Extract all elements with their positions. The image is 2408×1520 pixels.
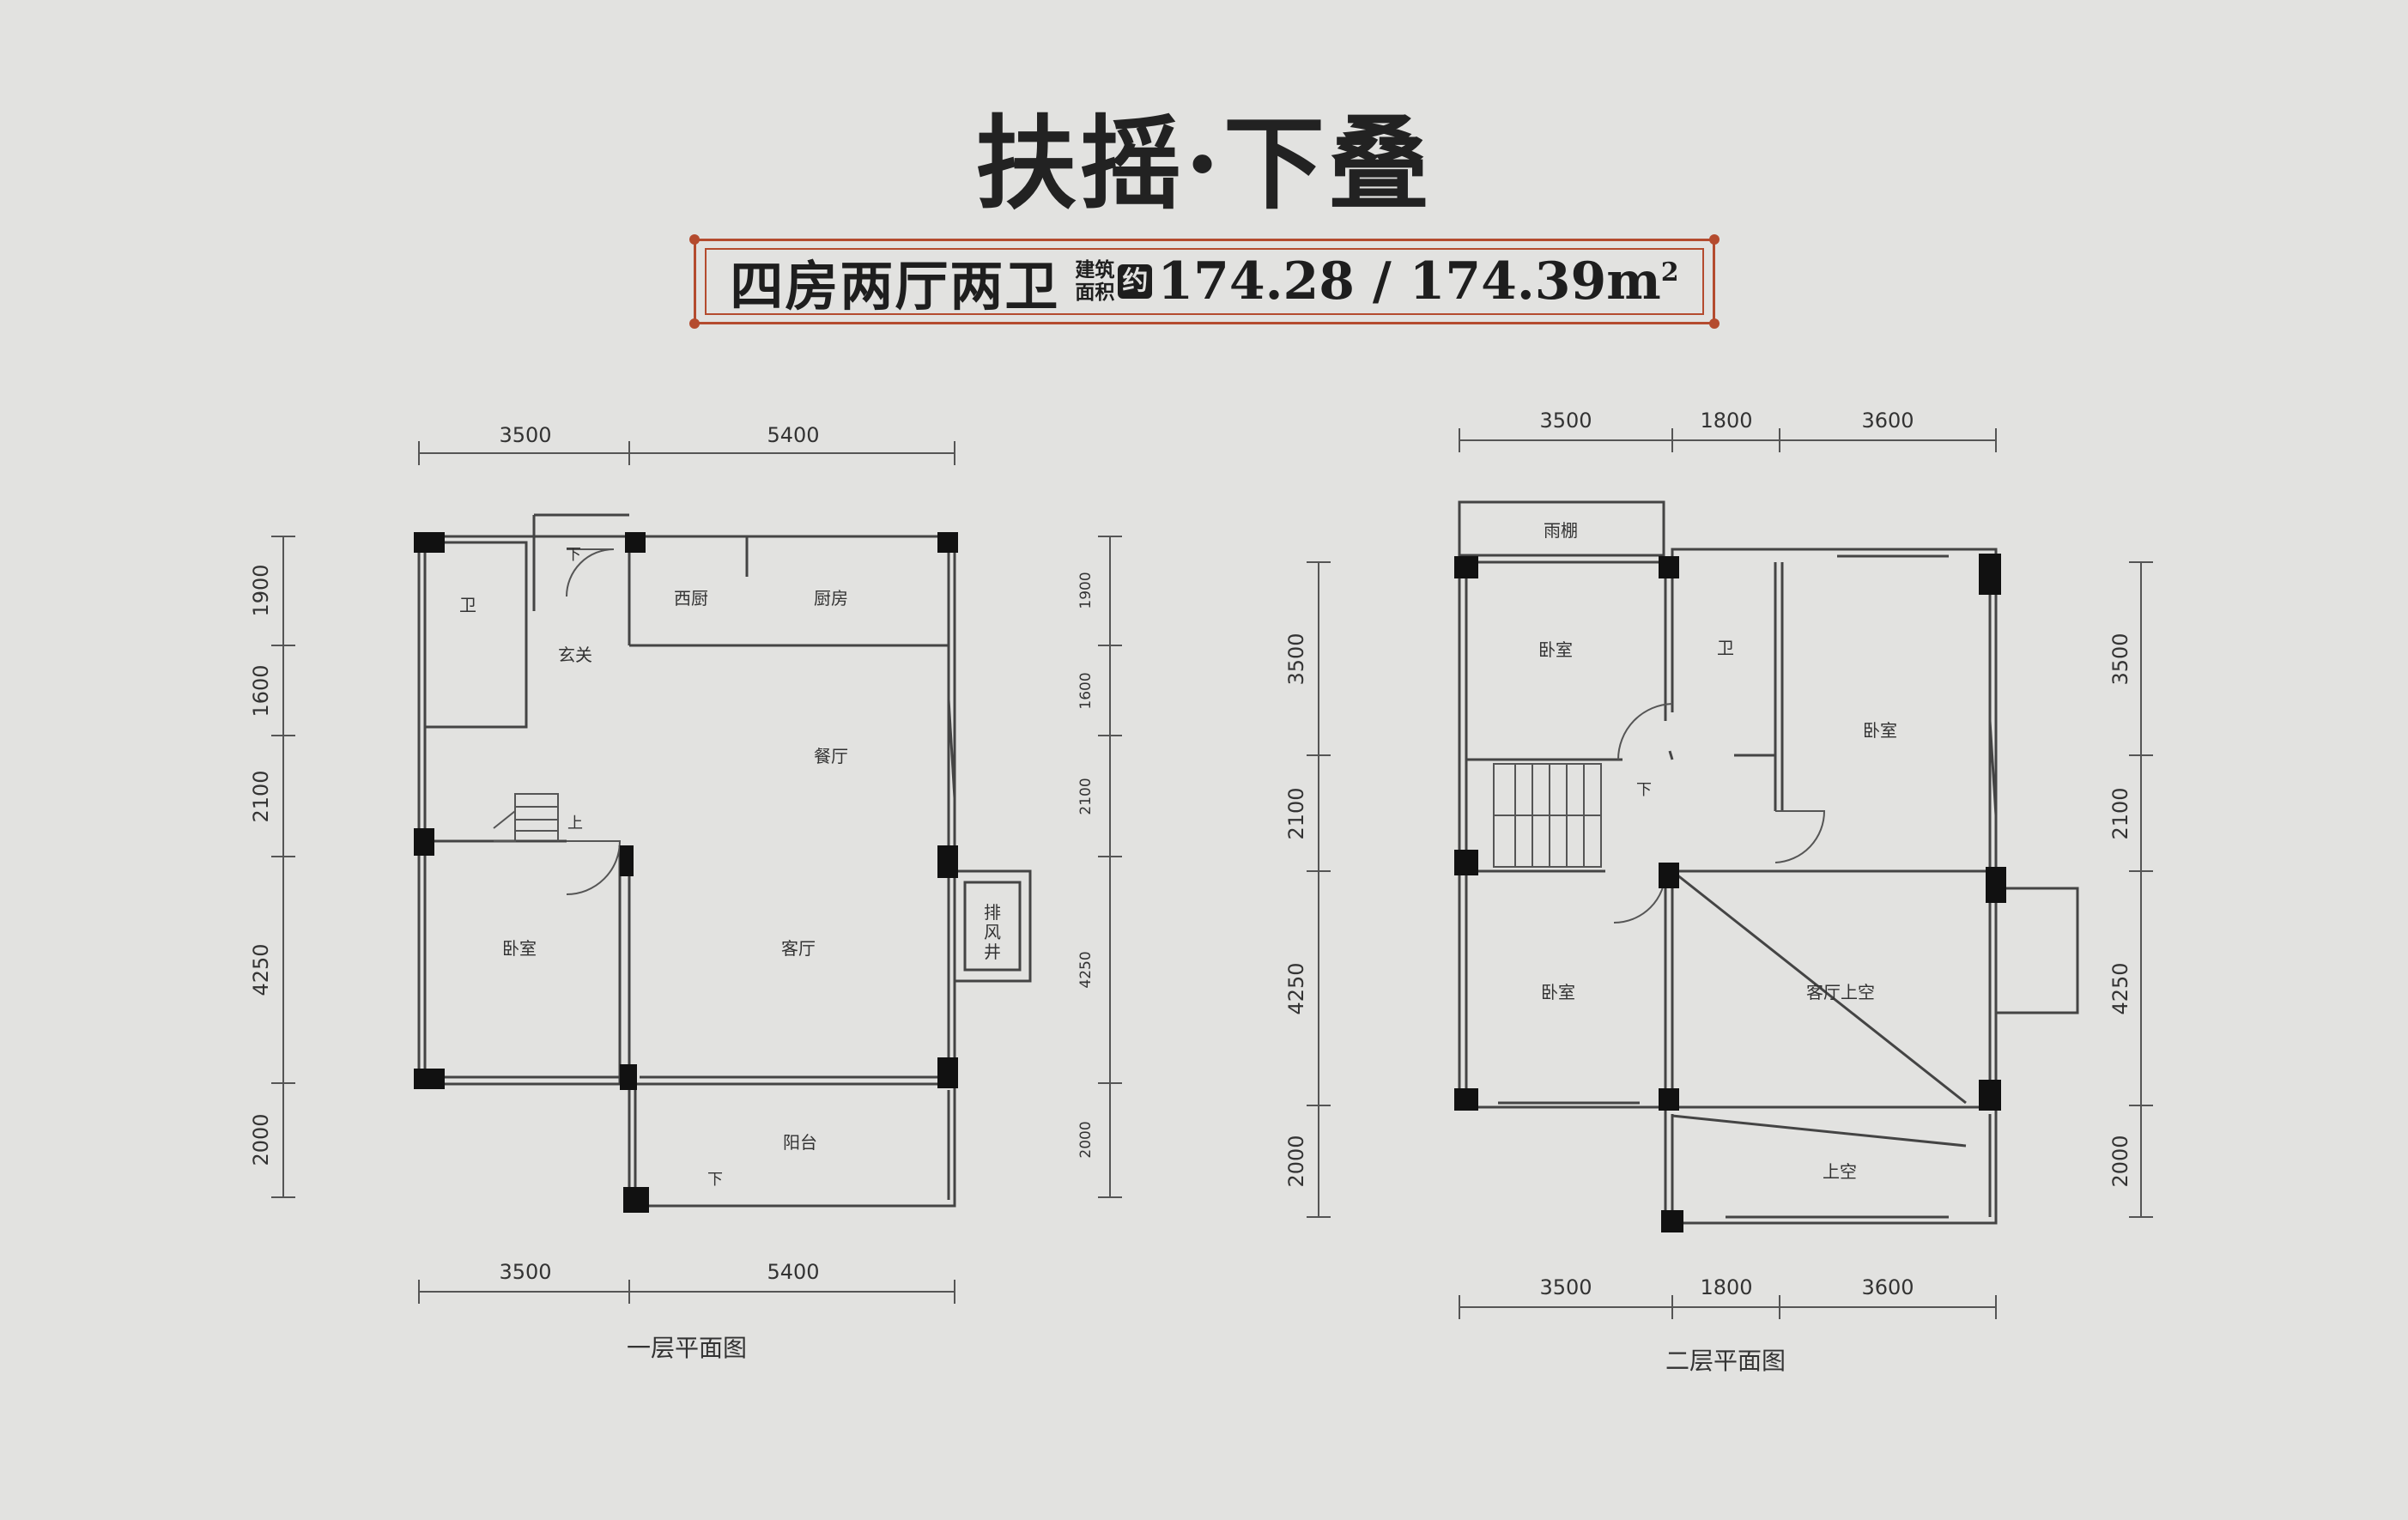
floor1-dimension-right: [1098, 536, 1122, 1198]
floor1-dim-right-3: 4250: [1077, 951, 1095, 988]
plaque-corner-dot: [689, 318, 700, 329]
floor1-room-bath: 卫: [459, 595, 476, 615]
floor1-dim-bottom-1: 5400: [767, 1260, 819, 1284]
plaque-corner-dot: [1709, 318, 1720, 329]
floor1-vent-1: 排: [984, 902, 1001, 923]
floor1-dim-top-1: 5400: [767, 423, 819, 447]
floor2-room-bedroom-ne: 卧室: [1863, 720, 1897, 741]
approx-badge: 约: [1118, 264, 1153, 299]
floor2-room-bedroom-sw: 卧室: [1541, 982, 1575, 1002]
floor1-dim-left-0: 1900: [249, 564, 273, 616]
floor2-dim-top-1: 1800: [1700, 409, 1752, 433]
floor2-room-canopy: 雨棚: [1544, 520, 1578, 541]
area-plaque: 四房两厅两卫 建筑 面积 约 174.28 / 174.39m 2: [689, 234, 1720, 329]
floor1-room-bedroom: 卧室: [502, 938, 537, 959]
floor2-dim-bottom-0: 3500: [1539, 1275, 1592, 1299]
floor2-room-bedroom-nw: 卧室: [1538, 639, 1573, 660]
floor1-down-top: 下: [566, 546, 581, 564]
floor2-walls: [1458, 500, 2079, 1225]
room-type: 四房两厅两卫: [730, 255, 1060, 318]
floor2-room-living-void: 客厅上空: [1806, 982, 1875, 1002]
floor1-vent-2: 风: [984, 922, 1001, 942]
area-value: 174.28 / 174.39m: [1157, 251, 1661, 312]
floor1-up: 上: [567, 815, 583, 833]
plaque-corner-dot: [689, 234, 700, 245]
floor1-dimension-left: [271, 536, 295, 1198]
floor2-doors: [1613, 703, 1826, 924]
floor1-stair: [493, 793, 559, 842]
floor2-dim-left-3: 2000: [1284, 1135, 1308, 1187]
floor1-caption: 一层平面图: [627, 1334, 747, 1362]
floor1-dimension-top: [418, 441, 955, 465]
floor2-dim-right-3: 2000: [2108, 1135, 2132, 1187]
floor2-room-void: 上空: [1823, 1161, 1857, 1182]
floor2-labels: 3500 1800 3600 3500 1800 3600 3500 2100 …: [1284, 409, 2132, 1375]
floor1-dimension-bottom: [418, 1280, 955, 1304]
area-label-line2: 面积: [1075, 281, 1115, 304]
floor1-dim-right-4: 2000: [1077, 1121, 1095, 1158]
floor1-dim-bottom-0: 3500: [499, 1260, 551, 1284]
floor1-down-bottom: 下: [707, 1171, 723, 1189]
floor2-down: 下: [1636, 781, 1652, 799]
floor1-room-living: 客厅: [781, 938, 816, 959]
floor1-dim-left-4: 2000: [249, 1113, 273, 1166]
floor2-dim-top-0: 3500: [1539, 409, 1592, 433]
floor2-dim-left-0: 3500: [1284, 633, 1308, 685]
plaque-corner-dot: [1709, 234, 1720, 245]
area-label: 建筑 面积: [1075, 259, 1114, 304]
floor1-walls: [417, 513, 1032, 1208]
floor1-room-west-kitchen: 西厨: [674, 588, 708, 609]
floor2-caption: 二层平面图: [1665, 1347, 1786, 1375]
floor1-labels: 3500 5400 3500 5400 1900 1600 2100 4250 …: [249, 423, 1095, 1362]
page-title: 扶摇·下叠: [974, 104, 1434, 223]
floor2-dim-top-2: 3600: [1861, 409, 1914, 433]
floor1-plan: [271, 441, 1122, 1304]
floor2-dim-right-2: 4250: [2108, 962, 2132, 1014]
floor2-stair: [1493, 763, 1602, 868]
floor2-dimension-right: [2129, 561, 2153, 1218]
floor2-dim-left-1: 2100: [1284, 787, 1308, 839]
floor2-dimension-bottom: [1459, 1295, 1997, 1319]
floor2-dimension-left: [1307, 561, 1331, 1218]
floor2-dim-right-1: 2100: [2108, 787, 2132, 839]
floor1-dim-top-0: 3500: [499, 423, 551, 447]
area-label-line1: 建筑: [1075, 258, 1115, 282]
floor1-room-foyer: 玄关: [558, 645, 592, 665]
floor1-dim-left-1: 1600: [249, 664, 273, 717]
floor1-dim-right-2: 2100: [1077, 778, 1095, 815]
floor1-dim-right-0: 1900: [1077, 572, 1095, 609]
area-unit-sup: 2: [1660, 257, 1679, 288]
area-unit: 2: [1661, 251, 1679, 312]
floor2-dim-bottom-2: 3600: [1861, 1275, 1914, 1299]
floor2-plan: [1307, 428, 2153, 1319]
floor2-dim-bottom-1: 1800: [1700, 1275, 1752, 1299]
floor1-room-dining: 餐厅: [814, 746, 848, 766]
floor1-vent-3: 井: [984, 942, 1001, 962]
floor1-doors: [566, 548, 622, 895]
floor1-dim-right-1: 1600: [1077, 672, 1095, 709]
floor1-room-kitchen: 厨房: [814, 588, 848, 609]
floor1-wall-pillars: [414, 532, 958, 1213]
plaque-content: 四房两厅两卫 建筑 面积 约 174.28 / 174.39m 2: [696, 241, 1713, 322]
floor2-dimension-top: [1459, 428, 1997, 452]
floor2-dim-right-0: 3500: [2108, 633, 2132, 685]
floor2-wall-pillars: [1454, 554, 2006, 1232]
floor2-room-bath: 卫: [1717, 638, 1734, 658]
floor1-dim-left-3: 4250: [249, 943, 273, 996]
floor2-dim-left-2: 4250: [1284, 962, 1308, 1014]
floor1-dim-left-2: 2100: [249, 770, 273, 822]
floor1-room-balcony: 阳台: [783, 1132, 817, 1153]
plaque-inner-border: [705, 248, 1704, 315]
